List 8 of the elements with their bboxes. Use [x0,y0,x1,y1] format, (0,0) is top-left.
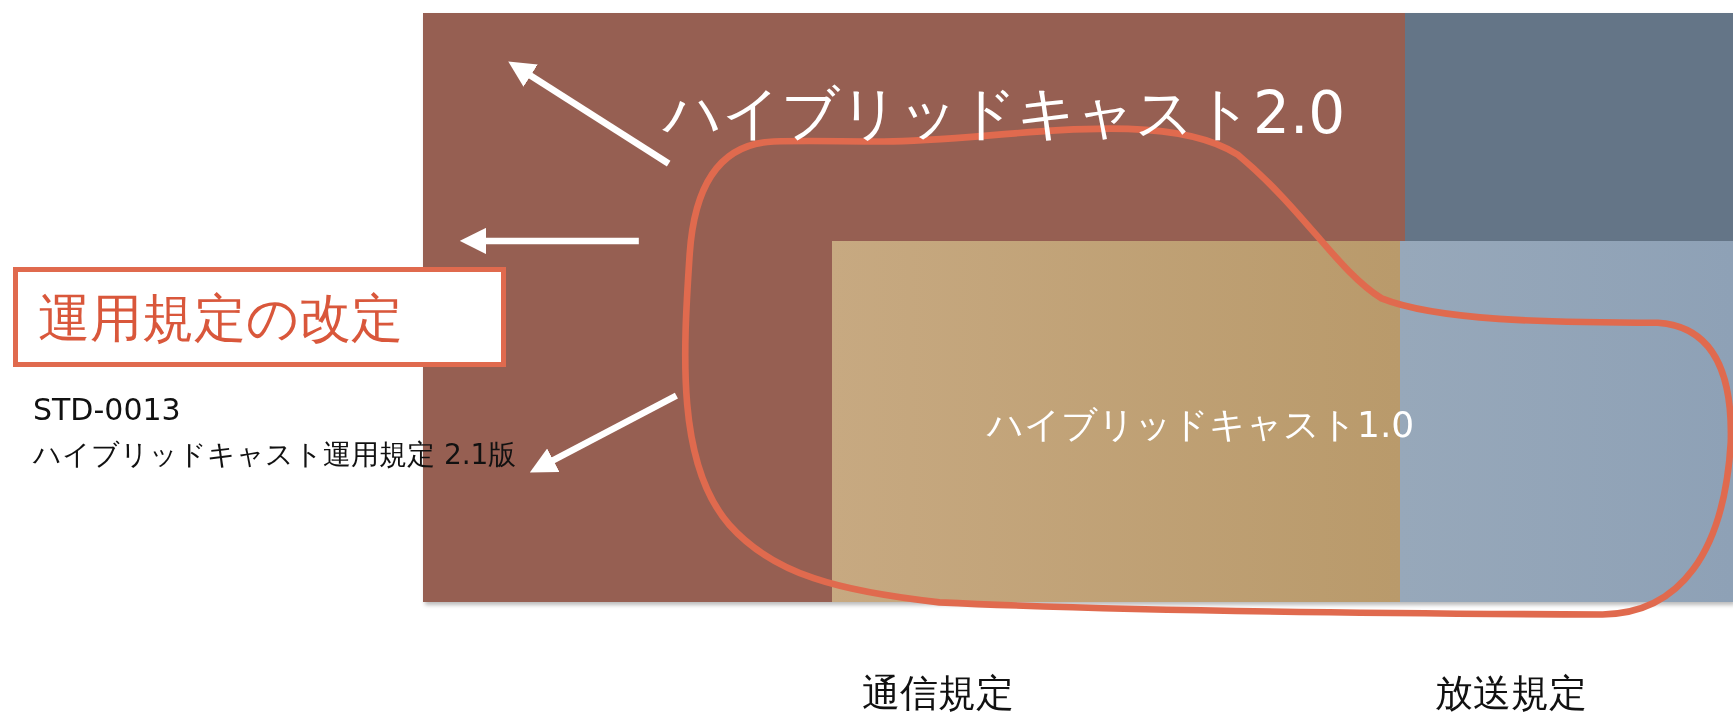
axis-label: 通信規定 [862,670,1014,714]
heading: ハイブリッドキャスト1.0 [987,403,1415,447]
title-box [13,267,506,367]
heading: 運用規定の改定 [38,287,403,350]
heading: ハイブリッドキャスト2.0 [663,78,1346,149]
inner-panel [832,241,1733,602]
standard-number: STD-0013 [33,392,181,427]
axis-label: 放送規定 [1435,670,1587,714]
